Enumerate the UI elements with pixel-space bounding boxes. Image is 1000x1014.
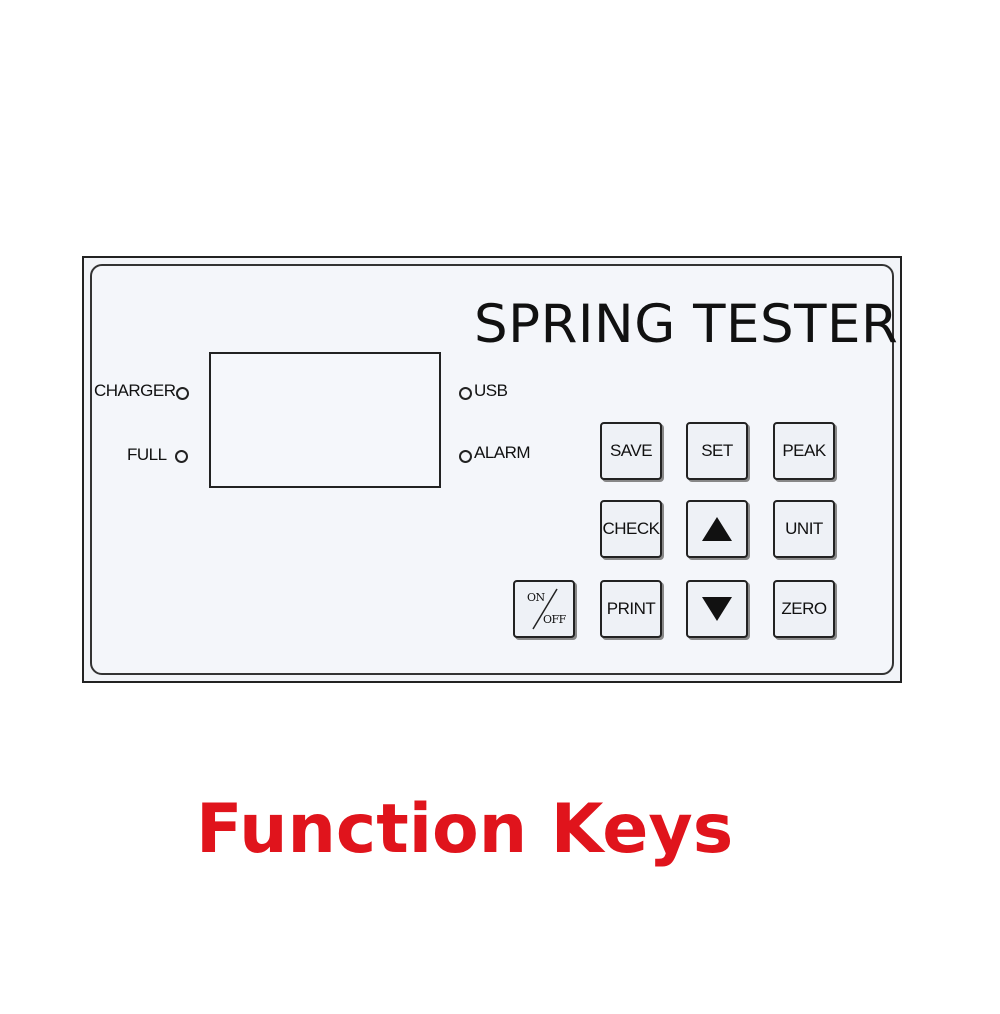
up-arrow-icon	[702, 517, 732, 541]
on-off-button[interactable]: ON OFF	[513, 580, 575, 638]
charger-led-icon	[176, 387, 189, 400]
save-button-label: SAVE	[609, 441, 653, 460]
panel-title: SPRING TESTER	[474, 294, 899, 355]
check-button-label: CHECK	[602, 519, 660, 538]
on-label: ON	[527, 591, 545, 604]
usb-led-icon	[459, 387, 472, 400]
panel-face: SPRING TESTER CHARGER FULL USB ALARM SAV…	[90, 264, 898, 675]
peak-button-label: PEAK	[782, 441, 826, 460]
zero-button[interactable]: ZERO	[773, 580, 835, 638]
full-led-icon	[175, 450, 188, 463]
zero-button-label: ZERO	[781, 599, 827, 618]
off-label: OFF	[543, 613, 566, 626]
up-button[interactable]	[686, 500, 748, 558]
down-arrow-icon	[702, 597, 732, 621]
alarm-label: ALARM	[474, 443, 531, 462]
usb-label: USB	[474, 381, 508, 400]
peak-button[interactable]: PEAK	[773, 422, 835, 480]
down-button[interactable]	[686, 580, 748, 638]
set-button-label: SET	[701, 441, 733, 460]
alarm-led-icon	[459, 450, 472, 463]
lcd-display	[209, 352, 441, 488]
control-panel: SPRING TESTER CHARGER FULL USB ALARM SAV…	[82, 256, 902, 683]
save-button[interactable]: SAVE	[600, 422, 662, 480]
charger-label: CHARGER	[94, 381, 176, 400]
print-button-label: PRINT	[606, 599, 656, 618]
check-button[interactable]: CHECK	[600, 500, 662, 558]
slash-icon	[532, 588, 558, 630]
print-button[interactable]: PRINT	[600, 580, 662, 638]
unit-button-label: UNIT	[785, 519, 823, 538]
unit-button[interactable]: UNIT	[773, 500, 835, 558]
full-label: FULL	[127, 445, 167, 464]
set-button[interactable]: SET	[686, 422, 748, 480]
on-off-legend: ON OFF	[515, 581, 573, 637]
caption-title: Function Keys	[196, 790, 734, 869]
